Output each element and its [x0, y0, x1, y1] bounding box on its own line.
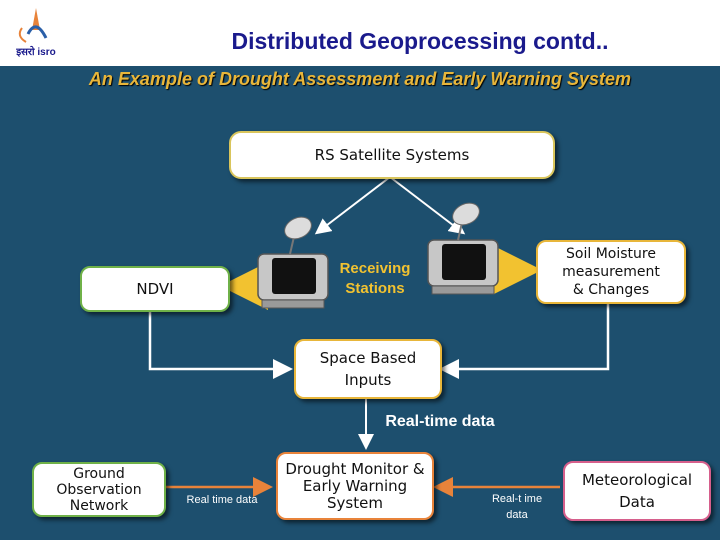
logo-text: इसरो isro [16, 47, 56, 58]
rocket-icon [18, 8, 48, 43]
ground-observation-box: Ground Observation Network [32, 462, 166, 517]
drought-line-1: Drought Monitor & [285, 459, 425, 478]
isro-logo: इसरो isro [6, 4, 66, 62]
ground-line-2: Observation [56, 481, 142, 498]
met-line-2: Data [619, 493, 655, 511]
arrow-rs-left [314, 176, 391, 235]
computer-station-right-icon [427, 202, 499, 295]
soil-line-2: measurement [562, 264, 660, 280]
drought-monitor-box: Drought Monitor & Early Warning System [276, 452, 434, 520]
soil-moisture-box: Soil Moisture measurement & Changes [536, 240, 686, 304]
realtime-right-line-1: Real-t ime [491, 493, 543, 505]
realtime-left-label: Real time data [186, 494, 258, 506]
rs-satellite-box: RS Satellite Systems [229, 131, 555, 179]
page-title: Distributed Geoprocessing contd.. [231, 28, 609, 54]
arrow-ndvi-space [148, 310, 293, 379]
ground-line-1: Ground [73, 465, 125, 482]
realtime-right-line-2: data [506, 509, 528, 521]
receiving-line-2: Stations [345, 280, 405, 297]
soil-line-3: & Changes [572, 282, 650, 298]
met-line-1: Meteorological [581, 471, 693, 489]
soil-line-1: Soil Moisture [566, 246, 656, 262]
arrow-soil-space [439, 302, 610, 379]
drought-line-2: Early Warning [302, 476, 408, 495]
arrow-rs-right [389, 176, 466, 235]
receiving-stations-label: Receiving Stations [325, 259, 425, 299]
page-subtitle: An Example of Drought Assessment and Ear… [88, 69, 632, 89]
header-bar [0, 0, 720, 66]
space-line-2: Inputs [344, 371, 392, 389]
computer-station-left-icon [257, 216, 329, 309]
space-inputs-box: Space Based Inputs [294, 339, 442, 399]
drought-line-3: System [327, 493, 383, 512]
meteorological-box: Meteorological Data [563, 461, 711, 521]
receiving-line-1: Receiving [339, 260, 411, 277]
ndvi-box: NDVI [80, 266, 230, 312]
realtime-right-label: Real-t ime data [474, 491, 560, 523]
ground-line-3: Network [69, 497, 129, 514]
space-line-1: Space Based [319, 349, 417, 367]
realtime-main-label: Real-time data [385, 413, 495, 430]
